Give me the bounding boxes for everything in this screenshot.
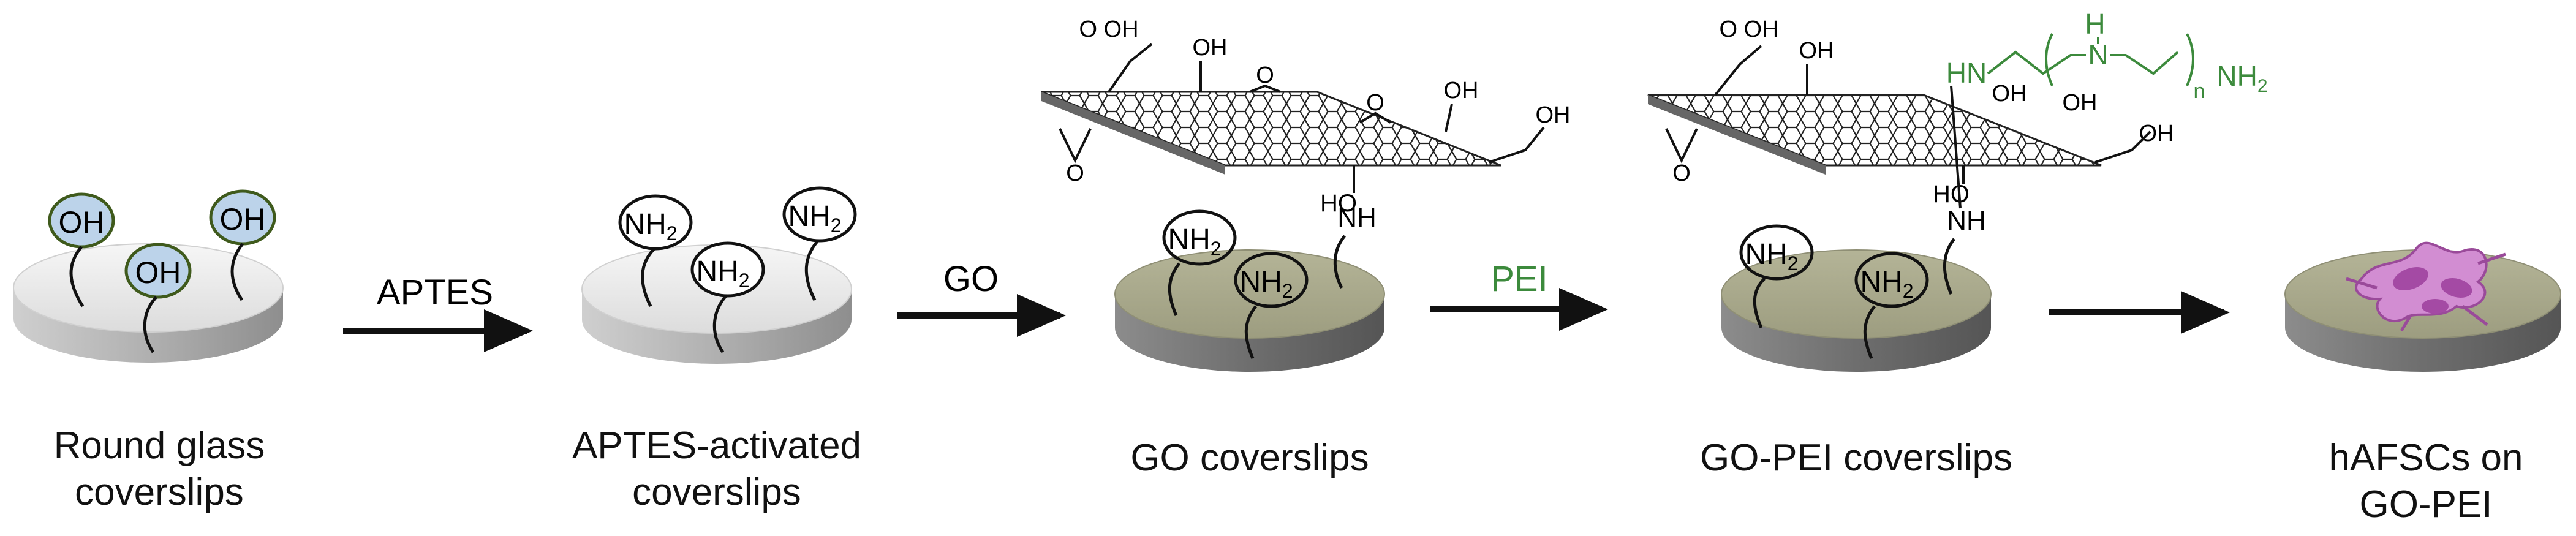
nh2-subscript: 2	[1282, 280, 1293, 302]
oh-label: OH	[135, 255, 181, 290]
pei-backbone	[1987, 50, 2179, 75]
graphene-oxide-sheet: O OH OH OH OH O O O HO NH	[1041, 17, 1571, 233]
svg-text:NH2: NH2	[1168, 224, 1221, 260]
arrow-label-aptes: APTES	[377, 273, 493, 312]
nh2-subscript: 2	[667, 222, 678, 244]
caption-go-pei-coverslips: GO-PEI coverslips	[1679, 435, 2034, 481]
stage-4-go-pei-coverslips: O OH OH OH OH OH O HO NH HN H N n NH2	[1647, 8, 2268, 372]
gopei-oh-top: OH	[1799, 38, 1834, 64]
pei-h-label: H	[2085, 8, 2105, 40]
pei-brackets	[2045, 33, 2194, 86]
gopei-oh-right: OH	[2063, 90, 2098, 116]
go-oh-top: OH	[1193, 35, 1228, 61]
go-disc	[1114, 249, 1385, 372]
svg-text:NH2: NH2	[788, 200, 841, 236]
caption-line: hAFSCs on	[2329, 437, 2523, 479]
caption-line: Round glass	[53, 425, 265, 467]
arrow-label-pei: PEI	[1490, 259, 1548, 299]
gopei-cooh-2: OH	[2139, 121, 2174, 146]
amine-group: NH2	[1234, 252, 1309, 359]
stage-2-aptes-activated: NH2 NH2 NH2	[581, 186, 857, 364]
arrow-go: GO	[897, 259, 1066, 337]
hydroxyl-group: OH	[209, 189, 276, 301]
amine-group: NH2	[1854, 252, 1929, 359]
caption-line: GO-PEI coverslips	[1700, 437, 2012, 479]
go-cooh-1: O OH	[1079, 17, 1138, 42]
hydroxyl-group: OH	[48, 192, 115, 308]
amine-group: NH2	[1162, 209, 1237, 316]
caption-hafscs: hAFSCs on GO-PEI	[2303, 435, 2548, 528]
caption-line: coverslips	[632, 471, 801, 513]
nh2-label: NH	[1860, 266, 1902, 298]
gopei-nh-label: NH	[1947, 206, 1986, 236]
go-epoxide-3: O	[1066, 160, 1084, 186]
nh2-label: NH	[788, 200, 830, 233]
gopei-ho-label: HO	[1933, 181, 1970, 208]
graphene-oxide-sheet: O OH OH OH OH OH O HO NH	[1647, 17, 2174, 236]
nh2-subscript: 2	[831, 214, 842, 236]
go-linker	[1333, 235, 1346, 289]
gopei-cooh-1: O OH	[1719, 17, 1778, 42]
go-pei-linker	[1943, 238, 1955, 295]
amine-group: NH2	[1739, 224, 1814, 328]
go-ho-label: HO	[1320, 190, 1357, 217]
stage-1-round-glass: OH OH OH	[13, 189, 284, 363]
nh2-label: NH	[1239, 266, 1282, 298]
caption-line: APTES-activated	[572, 425, 862, 467]
svg-text:NH2: NH2	[1239, 266, 1293, 302]
oh-label: OH	[59, 205, 105, 240]
amine-group: NH2	[690, 241, 765, 353]
nh2-subscript: 2	[1211, 238, 1222, 260]
stage-5-hafscs-on-go-pei	[2284, 241, 2561, 372]
caption-round-glass: Round glass coverslips	[25, 423, 294, 516]
gopei-oh-mid: OH	[1992, 81, 2027, 107]
pei-nh2-label: NH	[2216, 60, 2257, 92]
pei-chain: HN H N n NH2	[1946, 8, 2268, 103]
caption-line: GO-PEI	[2359, 483, 2493, 526]
arrow-label-go: GO	[943, 259, 999, 299]
amine-group: NH2	[782, 186, 857, 301]
go-epoxide-1: O	[1256, 62, 1274, 88]
pei-hn-label: HN	[1946, 57, 1987, 89]
pei-nh2-subscript: 2	[2257, 76, 2268, 96]
nh2-label: NH	[696, 255, 738, 288]
oh-label: OH	[220, 202, 266, 236]
go-oh-right: OH	[1444, 78, 1479, 104]
svg-text:NH2: NH2	[696, 255, 749, 292]
caption-go-coverslips: GO coverslips	[1103, 435, 1397, 481]
caption-aptes-activated: APTES-activated coverslips	[545, 423, 888, 516]
nh2-label: NH	[624, 208, 666, 241]
pei-link-bond	[1950, 85, 1962, 209]
amine-group: NH2	[618, 194, 693, 308]
pei-n-repeat: n	[2194, 80, 2205, 103]
hydroxyl-group: OH	[124, 243, 192, 353]
go-nh-label: NH	[1337, 203, 1377, 233]
go-epoxide-2: O	[1366, 90, 1384, 116]
caption-line: GO coverslips	[1130, 437, 1369, 479]
svg-text:NH2: NH2	[1860, 266, 1913, 302]
nh2-label: NH	[1745, 238, 1787, 271]
caption-line: coverslips	[75, 471, 244, 513]
go-cooh-2: OH	[1536, 102, 1571, 128]
go-pei-disc	[1721, 249, 1992, 372]
svg-text:NH2: NH2	[1745, 238, 1798, 274]
arrow-aptes: APTES	[343, 273, 533, 352]
svg-text:NH2: NH2	[624, 208, 677, 244]
nh2-subscript: 2	[1788, 252, 1799, 274]
gopei-epoxide-1: O	[1672, 160, 1691, 186]
stem-cell-cluster	[2346, 241, 2506, 332]
stage-3-go-coverslips: O OH OH OH OH O O O HO NH NH2	[1041, 17, 1571, 372]
nh2-label: NH	[1168, 224, 1210, 256]
svg-text:NH2: NH2	[2216, 60, 2267, 96]
nh2-subscript: 2	[739, 270, 750, 292]
nh2-subscript: 2	[1903, 280, 1914, 302]
arrow-pei: PEI	[1430, 259, 1608, 331]
